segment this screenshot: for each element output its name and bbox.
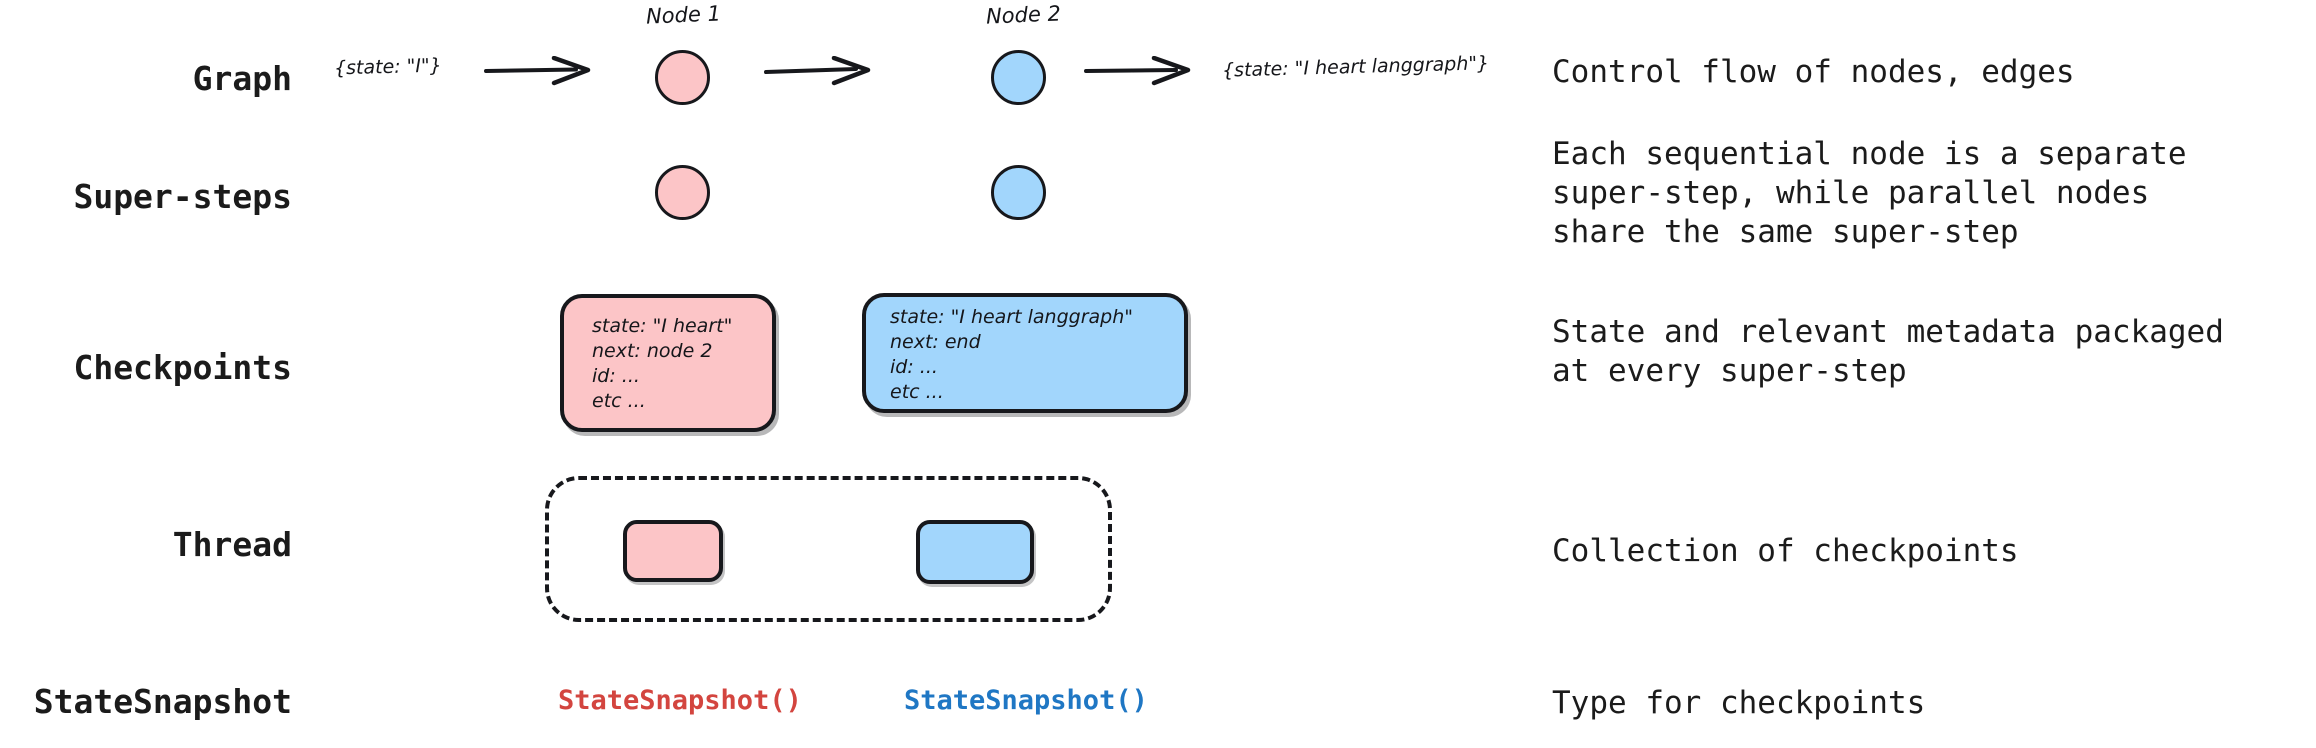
node-2-label: Node 2 (985, 1, 1062, 29)
row-label-graph: Graph (192, 59, 292, 98)
description-graph: Control flow of nodes, edges (1552, 54, 2075, 90)
graph-arrow-3 (1084, 56, 1191, 86)
row-label-thread: Thread (172, 525, 292, 564)
graph-output-state-label: {state: "I heart langgraph"} (1221, 52, 1490, 82)
row-label-checkpoints: Checkpoints (73, 348, 292, 387)
graph-node-2-circle[interactable] (991, 50, 1046, 105)
super-step-1-circle[interactable] (655, 165, 710, 220)
statesnapshot-label-1: StateSnapshot() (558, 685, 802, 716)
checkpoint-card-2[interactable] (862, 293, 1188, 413)
row-label-super-steps: Super-steps (73, 177, 292, 216)
graph-arrow-2 (764, 56, 871, 86)
checkpoint-card-2-text: state: "I heart langgraph" next: end id:… (890, 306, 1134, 403)
thread-container[interactable] (545, 476, 1112, 622)
checkpoint-card-1-text: state: "I heart" next: node 2 id: ... et… (592, 315, 733, 412)
statesnapshot-label-2: StateSnapshot() (904, 685, 1148, 716)
description-thread: Collection of checkpoints (1552, 533, 2019, 569)
description-statesnapshot: Type for checkpoints (1552, 685, 1926, 721)
description-super-steps: Each sequential node is a separate super… (1552, 136, 2187, 250)
graph-input-state-label: {state: "I"} (333, 54, 443, 80)
thread-checkpoint-chip-1[interactable] (623, 520, 723, 582)
thread-checkpoint-chip-2[interactable] (916, 520, 1034, 584)
graph-arrow-1 (484, 56, 591, 86)
row-label-statesnapshot: StateSnapshot (33, 682, 292, 721)
super-step-2-circle[interactable] (991, 165, 1046, 220)
checkpoint-card-1[interactable] (560, 294, 776, 432)
graph-node-1-circle[interactable] (655, 50, 710, 105)
description-checkpoints: State and relevant metadata packaged at … (1552, 314, 2224, 389)
node-1-label: Node 1 (645, 1, 722, 29)
